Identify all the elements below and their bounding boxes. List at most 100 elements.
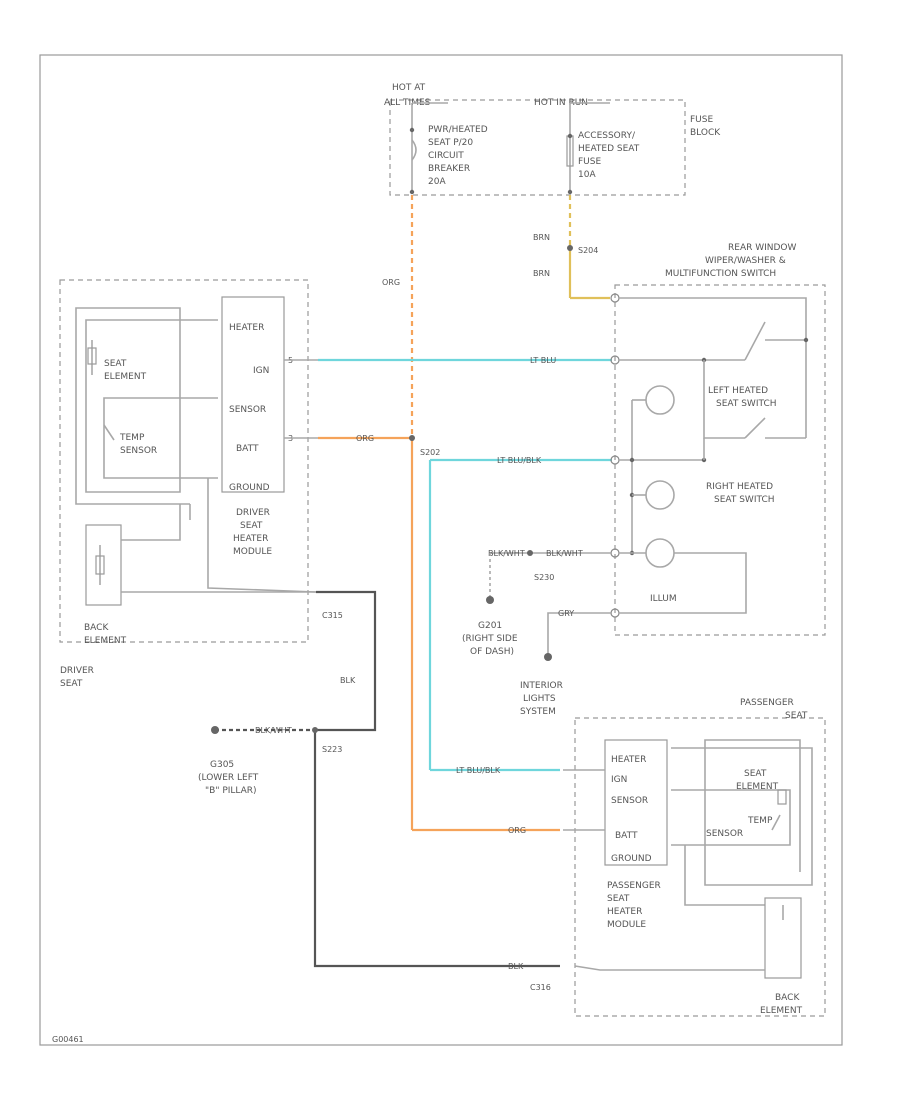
right-switch-label-1: RIGHT HEATED — [706, 482, 773, 492]
driver-back-element-label-2: ELEMENT — [84, 636, 127, 646]
brn-wire-label-1: BRN — [533, 233, 550, 242]
passenger-temp-sensor-label-1: TEMP — [747, 816, 773, 826]
left-switch-label-1: LEFT HEATED — [708, 386, 768, 396]
connector-c315-label: C315 — [322, 611, 343, 620]
lt-blu-blk-wire-label: LT BLU/BLK — [497, 456, 542, 465]
connector-c316-label: C316 — [530, 983, 551, 992]
fuse-block: HOT AT ALL TIMES HOT IN RUN PWR/HEATED S… — [384, 83, 721, 196]
driver-temp-sensor-label-2: SENSOR — [120, 446, 157, 456]
illum-label: ILLUM — [650, 594, 677, 604]
ground-g201-label-3: OF DASH) — [470, 647, 514, 657]
rear-switch-title-2: WIPER/WASHER & — [705, 256, 786, 266]
fuse-label-3: FUSE — [578, 157, 601, 167]
blk-wht-switch-label-2: BLK/WHT — [546, 549, 583, 558]
passenger-module-label-1: PASSENGER — [607, 881, 661, 891]
gry-wire — [547, 612, 612, 656]
hot-in-run-label: HOT IN RUN — [534, 98, 588, 108]
breaker-label-4: BREAKER — [428, 164, 470, 174]
driver-pin-batt: BATT — [236, 444, 259, 454]
driver-pin-heater: HEATER — [229, 323, 264, 333]
passenger-seat-element-icon — [777, 789, 787, 805]
passenger-module-label-2: SEAT — [607, 894, 630, 904]
fuse-block-label-1: FUSE — [690, 115, 713, 125]
blk-wht-wire-label: BLK/WHT — [255, 726, 292, 735]
passenger-pin-batt: BATT — [615, 831, 638, 841]
right-switch-label-2: SEAT SWITCH — [714, 495, 775, 505]
splice-s223-label: S223 — [322, 745, 342, 754]
driver-pin-ign: IGN — [253, 366, 269, 376]
breaker-label-2: SEAT P/20 — [428, 138, 473, 148]
passenger-seat-label-2: SEAT — [785, 711, 808, 721]
interior-lights-label-3: SYSTEM — [520, 707, 556, 717]
interior-lights-terminal — [544, 653, 552, 661]
splice-s230-label: S230 — [534, 573, 554, 582]
splice-s223-dot — [312, 727, 318, 733]
driver-seat-label-2: SEAT — [60, 679, 83, 689]
lt-blu-wire-label: LT BLU — [530, 356, 556, 365]
passenger-pin-sensor: SENSOR — [611, 796, 648, 806]
splice-s202-dot — [409, 435, 415, 441]
passenger-back-element-box — [764, 897, 802, 979]
driver-seat: HEATER IGN SENSOR BATT GROUND 5 3 SEAT E… — [59, 279, 318, 646]
rear-switch-title-3: MULTIFUNCTION SWITCH — [665, 269, 776, 279]
blk-ground-wire — [313, 590, 560, 968]
blk-wire-label: BLK — [340, 676, 356, 685]
all-times-label: ALL TIMES — [384, 98, 431, 108]
splice-s230-dot — [527, 550, 533, 556]
ground-g305-label-2: (LOWER LEFT — [198, 773, 259, 783]
passenger-module-label-4: MODULE — [607, 920, 646, 930]
diagram-frame — [39, 54, 843, 1046]
driver-module-label-1: DRIVER — [236, 508, 270, 518]
breaker-label-3: CIRCUIT — [428, 151, 464, 161]
driver-seat-element-label-1: SEAT — [104, 359, 127, 369]
interior-lights-label-1: INTERIOR — [520, 681, 563, 691]
ground-g201-label-1: G201 — [478, 621, 502, 631]
breaker-label-5: 20A — [428, 177, 446, 187]
right-seat-switch-lamp-icon — [645, 480, 675, 510]
driver-seat-element-icon — [87, 347, 97, 365]
blk-wht-switch-label-1: BLK/WHT — [488, 549, 525, 558]
passenger-seat-element-label-2: ELEMENT — [736, 782, 779, 792]
fuse-label-4: 10A — [578, 170, 596, 180]
splice-s202-label: S202 — [420, 448, 440, 457]
passenger-seat-label-1: PASSENGER — [740, 698, 794, 708]
driver-back-element-box — [85, 524, 122, 606]
passenger-pin-ign: IGN — [611, 775, 627, 785]
passenger-module-box — [604, 739, 668, 866]
rear-switch: REAR WINDOW WIPER/WASHER & MULTIFUNCTION… — [610, 243, 826, 636]
passenger-back-element-label-2: ELEMENT — [760, 1006, 803, 1016]
rear-switch-title-1: REAR WINDOW — [728, 243, 797, 253]
driver-module-label-3: HEATER — [233, 534, 268, 544]
driver-pin-sensor: SENSOR — [229, 405, 266, 415]
passenger-temp-sensor-label-2: SENSOR — [706, 829, 743, 839]
driver-temp-sensor-icon — [103, 424, 115, 441]
driver-back-element-icon — [95, 555, 105, 575]
passenger-temp-sensor-icon — [771, 814, 781, 831]
driver-module-label-2: SEAT — [240, 521, 263, 531]
gry-wire-label: GRY — [558, 609, 574, 618]
hot-at-label: HOT AT — [392, 83, 426, 93]
lt-blu-blk-wire-label-passenger: LT BLU/BLK — [456, 766, 501, 775]
breaker-label-1: PWR/HEATED — [428, 125, 488, 135]
ground-g201-dot — [486, 596, 494, 604]
passenger-module-label-3: HEATER — [607, 907, 642, 917]
driver-back-element-label-1: BACK — [84, 623, 109, 633]
driver-seat-label-1: DRIVER — [60, 666, 94, 676]
left-switch-label-2: SEAT SWITCH — [716, 399, 777, 409]
driver-temp-sensor-label-1: TEMP — [119, 433, 145, 443]
passenger-pin-heater: HEATER — [611, 755, 646, 765]
left-seat-switch-lamp-icon — [645, 385, 675, 415]
driver-module-label-4: MODULE — [233, 547, 272, 557]
passenger-seat: PASSENGER SEAT HEATER IGN SENSOR BATT GR… — [563, 698, 826, 1017]
ground-g201-label-2: (RIGHT SIDE — [462, 634, 518, 644]
ground-g305-label-1: G305 — [210, 760, 234, 770]
blk-wire-label-passenger: BLK — [508, 962, 524, 971]
illum-lamp-icon — [645, 538, 675, 568]
passenger-seat-element-label-1: SEAT — [744, 769, 767, 779]
fuse-label-2: HEATED SEAT — [578, 144, 640, 154]
interior-lights-label-2: LIGHTS — [523, 694, 556, 704]
org-wire-label-passenger: ORG — [508, 826, 526, 835]
passenger-back-element-label-1: BACK — [775, 993, 800, 1003]
ground-g305-label-3: "B" PILLAR) — [205, 786, 257, 796]
